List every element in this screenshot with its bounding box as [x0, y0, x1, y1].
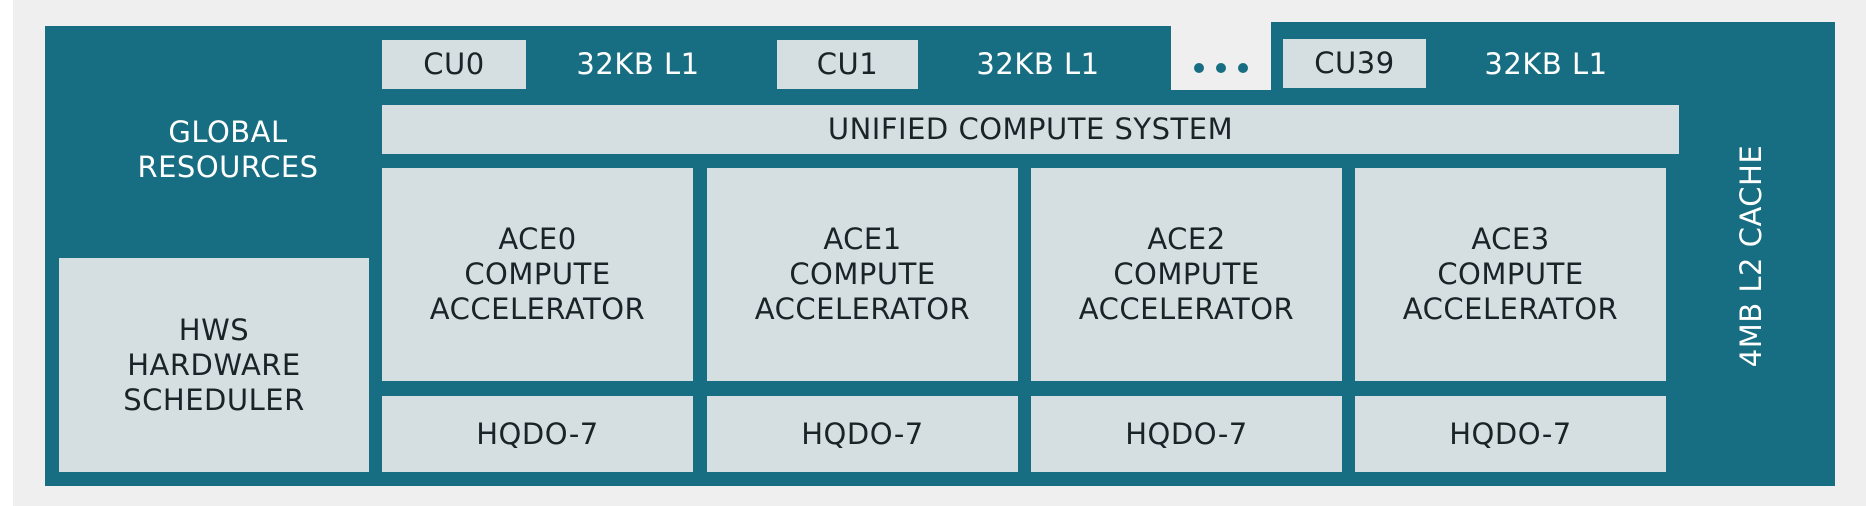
ace0-hqd-queue: HQDO-7: [382, 396, 693, 472]
ace2-line2: COMPUTE: [1113, 257, 1260, 291]
cu39-cache-text: 32KB L1: [1484, 47, 1608, 81]
ace0-line3: ACCELERATOR: [429, 292, 646, 326]
cu39-cache-label: 32KB L1: [1461, 40, 1631, 89]
l2-cache-label: 4MB L2 CACHE: [1734, 144, 1768, 368]
ace1-hqd-label: HQDO-7: [801, 416, 924, 451]
ellipsis-dot-icon: [1216, 63, 1226, 73]
ace0-compute-accelerator: ACE0 COMPUTE ACCELERATOR: [382, 168, 693, 381]
cu39-frame-extension: [1271, 22, 1835, 28]
ace1-hqd-queue: HQDO-7: [707, 396, 1018, 472]
ace2-hqd-label: HQDO-7: [1125, 416, 1248, 451]
ace1-line1: ACE1: [823, 222, 902, 256]
ace1-line3: ACCELERATOR: [754, 292, 971, 326]
hws-line2: HARDWARE: [127, 347, 301, 382]
cu1-cache-text: 32KB L1: [976, 47, 1100, 81]
ellipsis-gap: [1171, 26, 1271, 90]
cu39-label: CU39: [1314, 46, 1395, 80]
ace1-line2: COMPUTE: [789, 257, 936, 291]
hws-hardware-scheduler: HWS HARDWARE SCHEDULER: [59, 258, 369, 472]
ace0-line1: ACE0: [498, 222, 577, 256]
ace3-line2: COMPUTE: [1437, 257, 1584, 291]
cu0-cache-label: 32KB L1: [553, 40, 723, 89]
cu1-label: CU1: [816, 47, 879, 81]
global-resources-line1: GLOBAL: [168, 115, 288, 149]
ellipsis-dot-icon: [1238, 63, 1248, 73]
cu39-box: CU39: [1283, 39, 1426, 88]
cu1-cache-label: 32KB L1: [953, 40, 1123, 89]
ace3-compute-accelerator: ACE3 COMPUTE ACCELERATOR: [1355, 168, 1666, 381]
ellipsis-dot-icon: [1194, 63, 1204, 73]
ace2-compute-accelerator: ACE2 COMPUTE ACCELERATOR: [1031, 168, 1342, 381]
ace1-compute-accelerator: ACE1 COMPUTE ACCELERATOR: [707, 168, 1018, 381]
ace3-hqd-queue: HQDO-7: [1355, 396, 1666, 472]
hws-line1: HWS: [178, 312, 250, 347]
cu1-box: CU1: [777, 40, 918, 89]
ace2-line3: ACCELERATOR: [1078, 292, 1295, 326]
global-resources-label: GLOBAL RESOURCES: [72, 110, 384, 190]
cu0-cache-text: 32KB L1: [576, 47, 700, 81]
unified-compute-system: UNIFIED COMPUTE SYSTEM: [382, 105, 1679, 154]
cu0-label: CU0: [423, 47, 485, 81]
cu0-box: CU0: [382, 40, 526, 89]
hws-line3: SCHEDULER: [123, 382, 305, 417]
ace2-line1: ACE2: [1147, 222, 1226, 256]
gpu-architecture-diagram: CU0 32KB L1 CU1 32KB L1 CU39 32KB L1 GLO…: [13, 0, 1866, 506]
ace0-hqd-label: HQDO-7: [476, 416, 599, 451]
unified-compute-label: UNIFIED COMPUTE SYSTEM: [827, 112, 1234, 146]
ace2-hqd-queue: HQDO-7: [1031, 396, 1342, 472]
global-resources-line2: RESOURCES: [137, 150, 319, 184]
ace0-line2: COMPUTE: [464, 257, 611, 291]
ace3-line3: ACCELERATOR: [1402, 292, 1619, 326]
ace3-hqd-label: HQDO-7: [1449, 416, 1572, 451]
ace3-line1: ACE3: [1471, 222, 1550, 256]
